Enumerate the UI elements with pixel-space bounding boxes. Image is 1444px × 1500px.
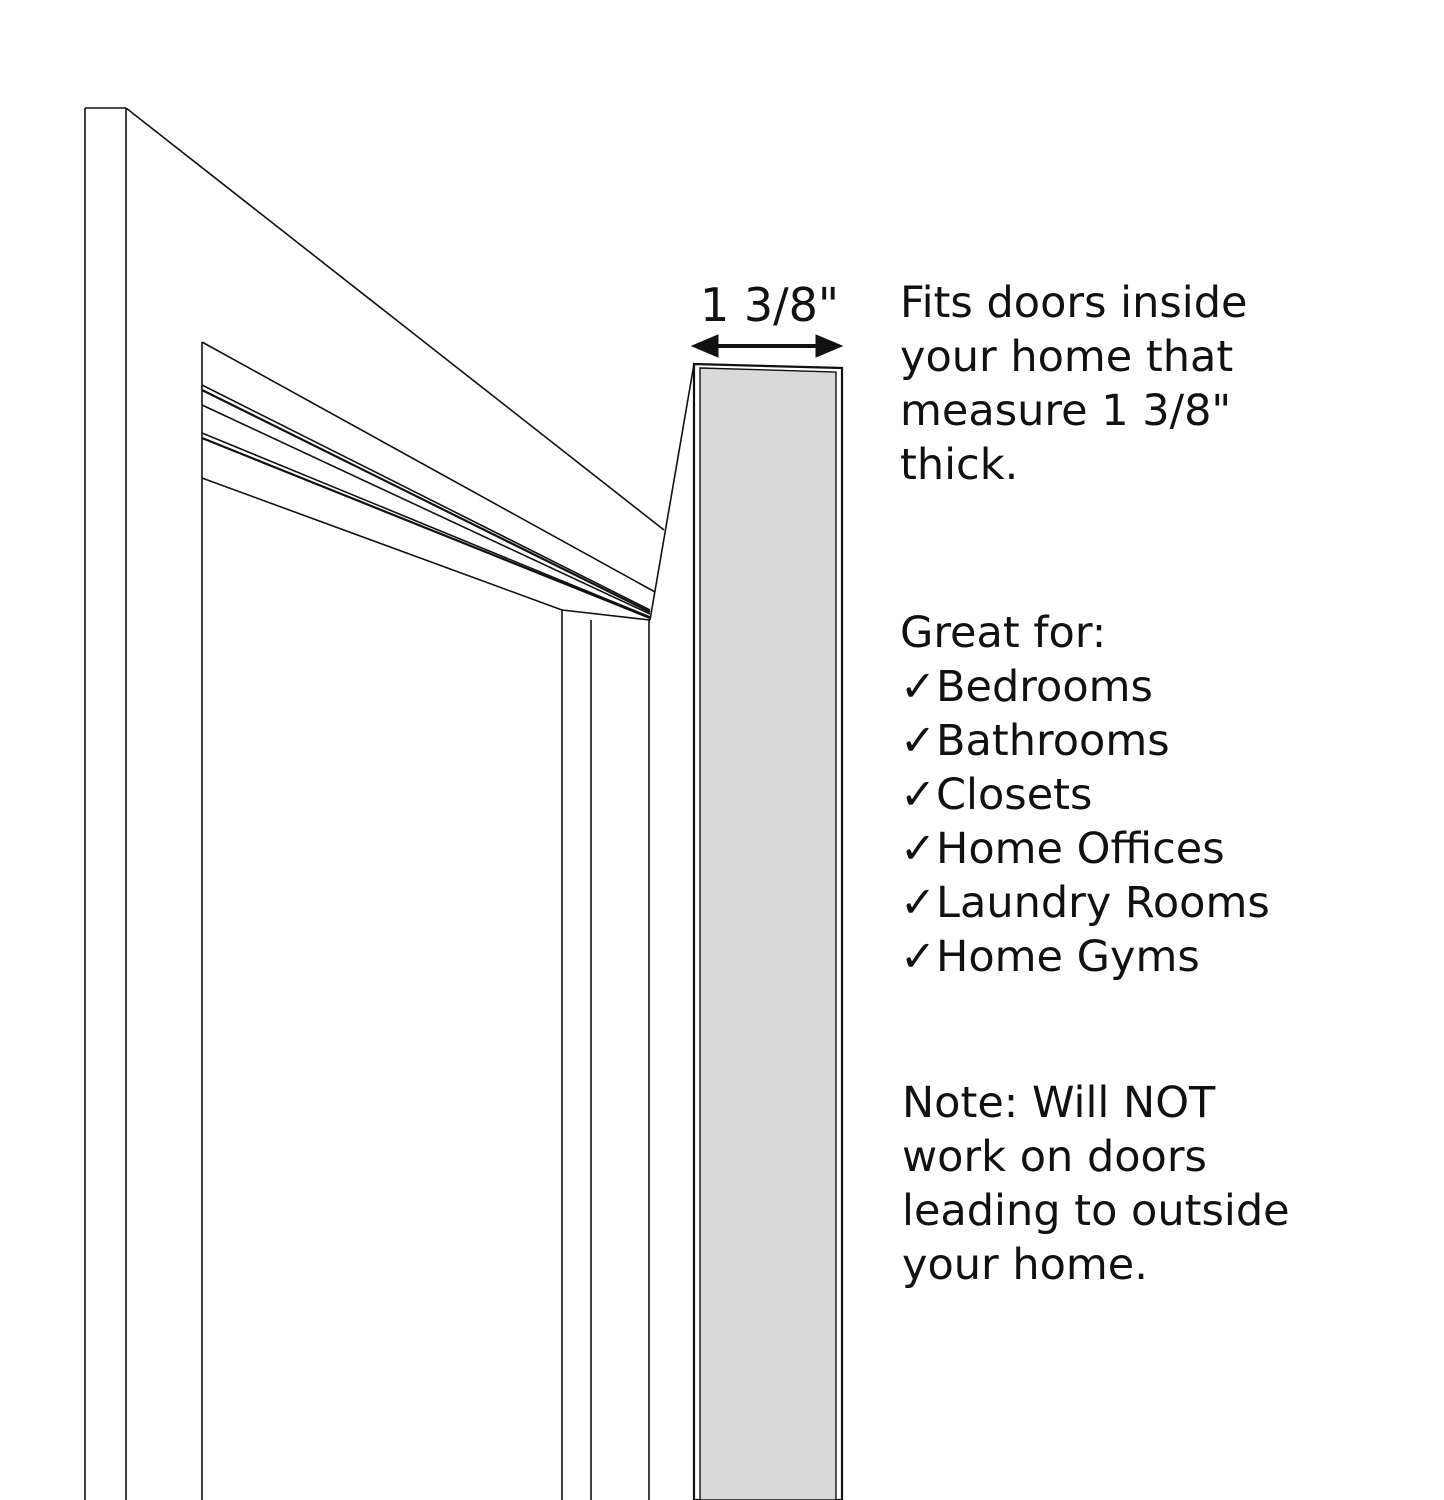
door-edge-shaded-strip xyxy=(699,367,837,1500)
great-for-heading: Great for: xyxy=(900,608,1107,658)
list-item: ✓Home Offices xyxy=(900,822,1270,876)
door-frame xyxy=(84,107,695,1500)
note-text-line: Note: Will NOT xyxy=(902,1078,1216,1128)
list-item-label: Bathrooms xyxy=(936,716,1170,766)
note-text-line: work on doors xyxy=(902,1132,1207,1182)
list-item: ✓Home Gyms xyxy=(900,930,1270,984)
thickness-dimension-label: 1 3/8" xyxy=(700,278,840,332)
note-text: Note: Will NOT work on doors leading to … xyxy=(902,1076,1290,1292)
check-mark-icon: ✓ xyxy=(900,716,937,766)
door-top-face-edge xyxy=(649,363,695,621)
head-molding-line-5 xyxy=(201,436,651,620)
head-molding-line-3 xyxy=(201,404,651,615)
door-edge xyxy=(692,362,844,1500)
fits-text-line: Fits doors inside xyxy=(900,278,1248,328)
double-headed-arrow-icon xyxy=(690,334,844,358)
great-for-list: Great for: ✓Bedrooms ✓Bathrooms ✓Closets… xyxy=(900,606,1270,984)
head-molding-line-2 xyxy=(201,389,651,613)
list-item: ✓Closets xyxy=(900,768,1270,822)
list-item: ✓Laundry Rooms xyxy=(900,876,1270,930)
list-item: ✓Bathrooms xyxy=(900,714,1270,768)
fits-doors-text: Fits doors inside your home that measure… xyxy=(900,276,1247,492)
list-item-label: Bedrooms xyxy=(936,662,1153,712)
check-mark-icon: ✓ xyxy=(900,824,937,874)
check-mark-icon: ✓ xyxy=(900,770,937,820)
check-mark-icon: ✓ xyxy=(900,662,937,712)
list-item-label: Home Offices xyxy=(936,824,1225,874)
list-item-label: Home Gyms xyxy=(936,932,1200,982)
fits-text-line: measure 1 3/8" xyxy=(900,386,1232,436)
list-item-label: Closets xyxy=(936,770,1093,820)
jamb-top-edge xyxy=(201,341,656,593)
fits-text-line: thick. xyxy=(900,440,1019,490)
head-molding-line-1 xyxy=(201,384,651,611)
list-item: ✓Bedrooms xyxy=(900,660,1270,714)
head-trim-top-line xyxy=(125,107,665,531)
check-mark-icon: ✓ xyxy=(900,878,937,928)
fits-text-line: your home that xyxy=(900,332,1234,382)
check-mark-icon: ✓ xyxy=(900,932,937,982)
note-text-line: your home. xyxy=(902,1240,1148,1290)
head-molding-line-7 xyxy=(561,609,651,621)
head-molding-line-6 xyxy=(201,477,563,611)
head-molding-line-4 xyxy=(201,432,651,618)
note-text-line: leading to outside xyxy=(902,1186,1290,1236)
list-item-label: Laundry Rooms xyxy=(936,878,1270,928)
